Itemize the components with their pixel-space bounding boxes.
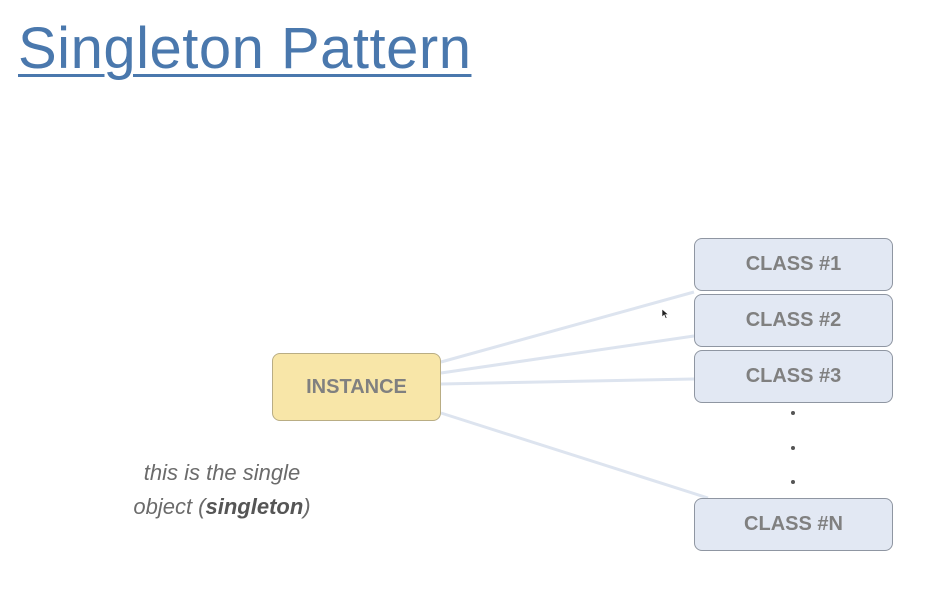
caption-bold-word: singleton bbox=[205, 494, 304, 519]
instance-label: INSTANCE bbox=[306, 375, 407, 398]
class-box-3: CLASS #3 bbox=[694, 350, 893, 403]
class-box-1: CLASS #1 bbox=[694, 238, 893, 291]
caption-line-2: object (singleton) bbox=[112, 490, 332, 524]
class-box-2: CLASS #2 bbox=[694, 294, 893, 347]
ellipsis-dot-2 bbox=[791, 446, 795, 450]
connector-class-n bbox=[440, 411, 709, 500]
slide-title[interactable]: Singleton Pattern bbox=[18, 16, 472, 81]
caption-prefix: object ( bbox=[133, 494, 206, 519]
class-label-2: CLASS #2 bbox=[745, 309, 842, 331]
class-box-n: CLASS #N bbox=[694, 498, 893, 551]
connector-class-3 bbox=[440, 377, 695, 386]
class-label-3: CLASS #3 bbox=[745, 365, 842, 387]
mouse-cursor-icon bbox=[662, 309, 670, 319]
class-label-n: CLASS #N bbox=[744, 513, 843, 535]
instance-box: INSTANCE bbox=[272, 353, 441, 421]
ellipsis-dot-1 bbox=[791, 411, 795, 415]
ellipsis-dot-3 bbox=[791, 480, 795, 484]
singleton-caption: this is the single object (singleton) bbox=[112, 456, 332, 524]
caption-suffix: ) bbox=[303, 494, 311, 519]
connector-class-2 bbox=[440, 334, 695, 375]
class-label-1: CLASS #1 bbox=[745, 253, 842, 275]
connector-class-1 bbox=[440, 290, 695, 364]
caption-line-1: this is the single bbox=[143, 460, 301, 485]
